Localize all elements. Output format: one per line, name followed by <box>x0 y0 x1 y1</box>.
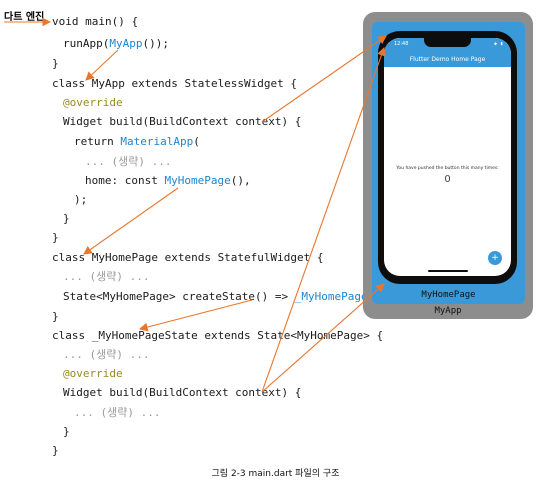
code-line-22: } <box>63 425 70 438</box>
code-line-21: ... (생략) ... <box>74 406 161 419</box>
code-line-23: } <box>52 444 59 457</box>
code-line-19: @override <box>63 367 123 380</box>
arrow-runapp-to-myapp <box>85 49 119 81</box>
code-line-6: Widget build(BuildContext context) { <box>63 115 302 128</box>
phone-notch <box>424 38 471 47</box>
dart-engine-label: 다트 엔진 <box>4 12 45 23</box>
code-line-20: Widget build(BuildContext context) { <box>63 386 302 399</box>
code-line-7: return MaterialApp( <box>74 135 200 148</box>
code-line-11: } <box>63 212 70 225</box>
code-line-17: class _MyHomePageState extends State<MyH… <box>52 329 384 342</box>
code-line-5: @override <box>63 96 123 109</box>
code-line-8: ... (생략) ... <box>85 155 172 168</box>
status-time: 12:48 <box>394 41 409 47</box>
app-bar-title: Flutter Demo Home Page <box>384 52 511 67</box>
code-line-14: ... (생략) ... <box>63 270 150 283</box>
arrow-createstate-to-state <box>138 299 253 332</box>
arrow-myapp-build-to-frame <box>261 35 387 123</box>
arrow-home-to-myhomepage <box>83 187 179 255</box>
code-line-3: } <box>52 57 59 70</box>
code-line-13: class MyHomePage extends StatefulWidget … <box>52 251 324 264</box>
plus-icon[interactable]: + <box>488 251 502 265</box>
counter-message: You have pushed the button this many tim… <box>396 166 499 171</box>
phone-screen: 12:48 ◆ ▮ Flutter Demo Home Page You hav… <box>384 38 511 276</box>
arrow-statebuild-to-homepage-label <box>261 283 385 393</box>
counter-value: 0 <box>444 174 451 185</box>
home-indicator <box>428 270 468 272</box>
code-line-1: void main() { <box>52 15 139 28</box>
code-line-12: } <box>52 231 59 244</box>
code-line-16: } <box>52 310 59 323</box>
myapp-label: MyApp <box>434 306 462 316</box>
code-line-4: class MyApp extends StatelessWidget { <box>52 77 298 90</box>
code-line-2: runApp(MyApp()); <box>63 37 169 50</box>
status-icons: ◆ ▮ <box>493 41 503 47</box>
figure-caption: 그림 2-3 main.dart 파일의 구조 <box>211 469 340 479</box>
myhomepage-label: MyHomePage <box>421 290 476 300</box>
code-line-18: ... (생략) ... <box>63 348 150 361</box>
code-line-9: home: const MyHomePage(), <box>85 174 251 187</box>
arrow-statebuild-to-screen <box>261 46 386 393</box>
code-line-10: ); <box>74 193 88 206</box>
